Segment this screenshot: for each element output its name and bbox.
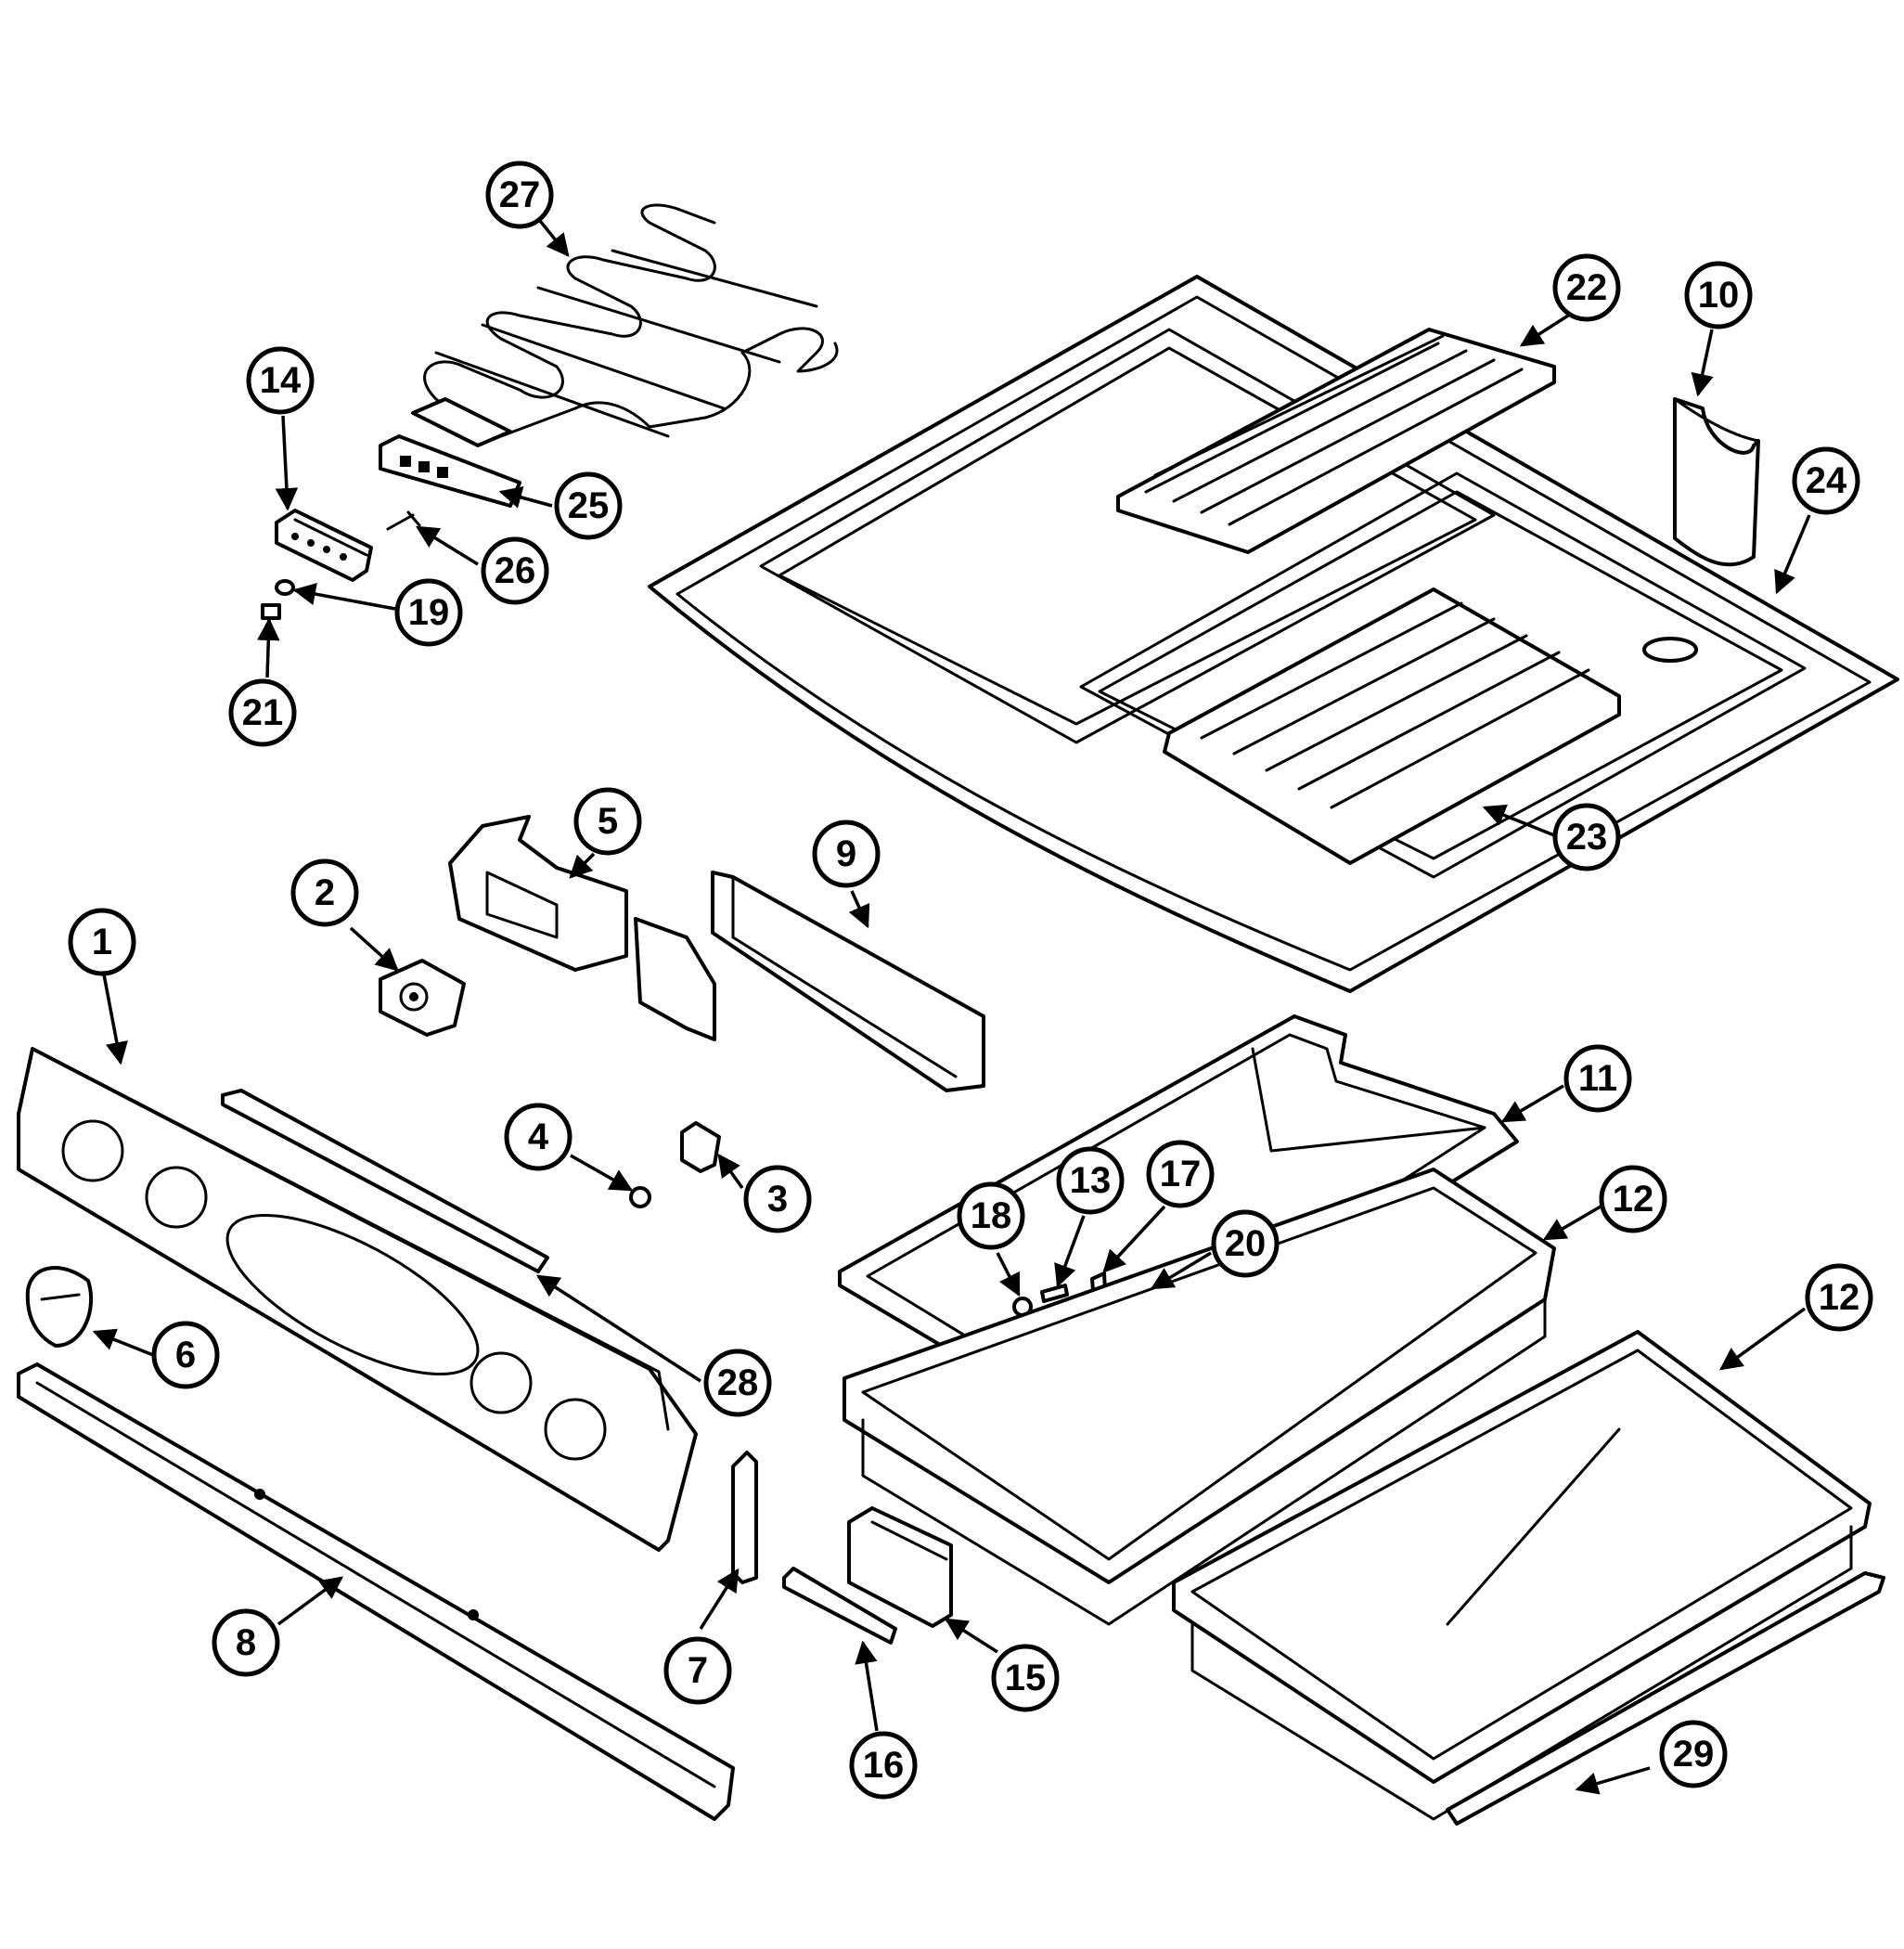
leader-lines (92, 214, 1811, 1795)
callout-15-label: 15 (1005, 1658, 1047, 1698)
callout-8-label: 8 (236, 1622, 256, 1663)
callout-10-label: 10 (1698, 275, 1740, 316)
callout-13: 13 (1056, 1146, 1125, 1215)
callout-12-middle-label: 12 (1613, 1179, 1654, 1220)
spark-module-part (847, 1506, 953, 1628)
callout-26: 26 (481, 536, 549, 605)
callout-20-label: 20 (1225, 1223, 1267, 1264)
callout-5-label: 5 (598, 801, 618, 842)
callout-28-label: 28 (717, 1362, 759, 1403)
callout-20: 20 (1211, 1209, 1280, 1278)
callout-6: 6 (151, 1321, 220, 1389)
callout-23-label: 23 (1566, 817, 1608, 858)
bracket-part (782, 1567, 897, 1645)
callout-1: 1 (68, 908, 136, 976)
callout-24: 24 (1792, 446, 1860, 515)
callout-10: 10 (1684, 261, 1753, 329)
control-module-part (448, 815, 716, 1041)
upper-grill-grate-part (1116, 328, 1556, 554)
callout-9-label: 9 (836, 833, 856, 874)
sensor-probe-part (386, 510, 421, 531)
bake-element-part (411, 203, 839, 447)
callout-24-label: 24 (1806, 460, 1847, 501)
callout-23: 23 (1552, 803, 1621, 871)
callout-28: 28 (703, 1349, 772, 1417)
callout-4-label: 4 (528, 1116, 549, 1157)
callout-19-label: 19 (408, 592, 450, 633)
switch-part (680, 1121, 721, 1173)
callout-22-label: 22 (1566, 267, 1608, 308)
callout-18: 18 (957, 1181, 1025, 1250)
callout-11: 11 (1563, 1044, 1632, 1113)
callout-14: 14 (246, 346, 315, 415)
callout-29: 29 (1659, 1720, 1728, 1788)
callout-29-label: 29 (1673, 1734, 1715, 1775)
callout-12-lower: 12 (1805, 1263, 1873, 1332)
callout-17-label: 17 (1160, 1154, 1202, 1194)
callout-12-lower-label: 12 (1819, 1277, 1860, 1318)
callout-3: 3 (743, 1165, 812, 1233)
callout-25: 25 (554, 471, 623, 540)
fastener-13-part (1040, 1284, 1069, 1303)
callout-16: 16 (849, 1731, 918, 1800)
callout-8: 8 (212, 1608, 280, 1677)
callout-3-label: 3 (767, 1179, 788, 1220)
callout-27: 27 (485, 161, 554, 229)
callout-13-label: 13 (1070, 1160, 1112, 1201)
callout-5: 5 (573, 787, 642, 856)
callout-19: 19 (394, 578, 463, 647)
control-panel-part (17, 1047, 698, 1552)
callout-2-label: 2 (315, 872, 335, 913)
clip-part (261, 603, 281, 620)
callout-17: 17 (1146, 1140, 1215, 1208)
callout-7: 7 (663, 1636, 732, 1705)
vent-duct-part (1642, 397, 1760, 663)
control-knob-part (25, 1266, 94, 1348)
lower-trim-rail-part (17, 1362, 735, 1821)
callout-21-label: 21 (242, 692, 284, 733)
callout-27-label: 27 (499, 174, 541, 215)
callout-4: 4 (504, 1103, 572, 1171)
callout-12-middle: 12 (1599, 1165, 1667, 1233)
callout-18-label: 18 (971, 1195, 1012, 1236)
callout-1-label: 1 (92, 922, 112, 962)
callout-6-label: 6 (175, 1335, 196, 1375)
callout-14-label: 14 (260, 360, 302, 401)
callout-11-label: 11 (1578, 1058, 1617, 1099)
callout-9: 9 (812, 820, 881, 888)
callout-7-label: 7 (688, 1650, 708, 1691)
plug-part (629, 1186, 651, 1208)
drawer-slide-part (1446, 1571, 1885, 1826)
callout-15: 15 (991, 1644, 1060, 1712)
callout-2: 2 (290, 858, 359, 927)
vent-tray-part (711, 871, 985, 1092)
timer-housing-part (379, 959, 466, 1037)
callout-26-label: 26 (495, 550, 536, 591)
lower-grill-grate-part (1163, 587, 1621, 865)
drawer-lower-part (1172, 1330, 1872, 1821)
switch-block-part (275, 509, 373, 582)
door-handle-part (731, 1451, 758, 1584)
callout-16-label: 16 (863, 1745, 905, 1786)
callout-22: 22 (1552, 253, 1621, 322)
terminal-block-part (379, 434, 521, 508)
callouts: 27 14 25 26 19 21 22 10 (68, 161, 1873, 1800)
callout-25-label: 25 (568, 485, 610, 526)
grommet-part (275, 579, 295, 596)
trim-strip-part (221, 1089, 549, 1273)
callout-21: 21 (228, 678, 297, 747)
